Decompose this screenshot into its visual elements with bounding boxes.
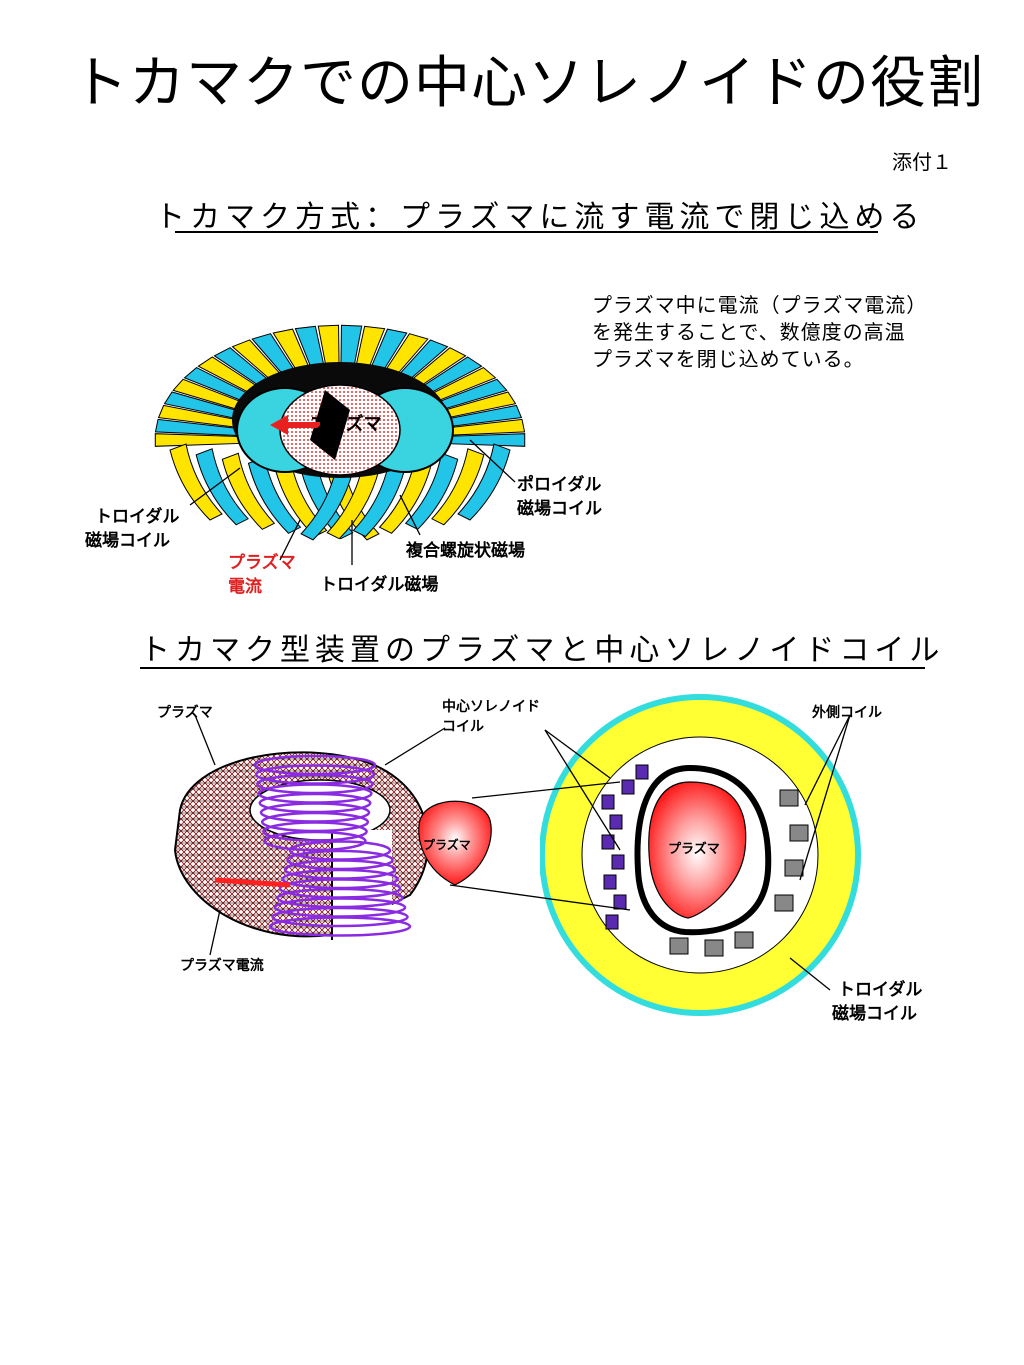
label-toroidal-coil-1: トロイダル [95, 507, 180, 527]
plasma-blob [418, 800, 492, 886]
plasma-shape [648, 781, 747, 919]
label-plasma: プラズマ [310, 414, 382, 435]
label-toroidal-coil-ring-1: トロイダル [838, 980, 923, 1000]
inner-pf-coil [635, 764, 649, 780]
section1-heading: トカマク方式：プラズマに流す電流で閉じ込める [155, 200, 925, 235]
label-poloidal-coil-1: ポロイダル [517, 475, 602, 495]
toroidal-coil-lower-segment [431, 448, 485, 526]
outer-pf-coil [789, 824, 809, 842]
inner-pf-coil [605, 914, 619, 930]
toroidal-coil-lower-segment [300, 463, 354, 541]
description-line-2: を発生することで、数億度の高温 [592, 320, 906, 344]
torus-illustration [173, 751, 430, 940]
toroidal-coil-lower-segment [195, 448, 249, 526]
toroidal-coil-lower-segment [378, 456, 433, 534]
central-column [310, 390, 350, 460]
solenoid-turn [263, 830, 367, 852]
label-toroidal-coil-ring-2: 磁場コイル [832, 1004, 917, 1024]
label-toroidal-field: トロイダル磁場 [320, 575, 439, 595]
inner-pf-coil [601, 834, 615, 850]
description-line-1: プラズマ中に電流（プラズマ電流） [592, 293, 928, 317]
label-plasma-blob: プラズマ [423, 838, 471, 852]
toroidal-coil-lower-segment [457, 443, 511, 521]
inner-pf-coil [609, 814, 623, 830]
label-helical-field: 複合螺旋状磁場 [406, 541, 525, 561]
section1-rule [175, 231, 878, 233]
toroidal-coil-lower-segment [274, 459, 328, 538]
label-central-solenoid-2: コイル [442, 719, 484, 735]
section1-leader-lines [189, 439, 516, 565]
outer-pf-coil [779, 789, 799, 807]
label-plasma-current-torus: プラズマ電流 [180, 958, 264, 974]
attachment-label: 添付１ [892, 150, 952, 174]
description-line-3: プラズマを閉じ込めている。 [592, 347, 865, 371]
toroidal-coil-lower-segment [221, 452, 276, 530]
solenoid-turn [271, 906, 409, 928]
arrow-head [270, 415, 288, 435]
toroidal-coil-lower-segment [352, 459, 406, 538]
label-plasma-torus: プラズマ [157, 705, 213, 721]
outer-pf-coil [704, 939, 724, 957]
poloidal-cross-section [540, 694, 861, 1016]
label-plasma-current-1: プラズマ [228, 553, 296, 573]
page-title: トカマクでの中心ソレノイドの役割 [72, 51, 984, 116]
inner-pf-coil [603, 874, 617, 890]
plasma-current-line [214, 877, 291, 888]
label-toroidal-coil-2: 磁場コイル [85, 531, 170, 551]
solenoid-turn [262, 821, 368, 842]
label-plasma-cross-section: プラズマ [668, 842, 720, 857]
outer-pf-coil [669, 937, 689, 955]
central-solenoid-coil [253, 754, 412, 937]
inner-pf-coil [621, 779, 635, 795]
toroidal-coil-lower-segment [404, 452, 459, 530]
tokamak-illustration [154, 324, 526, 541]
section2-rule [140, 667, 925, 669]
label-outer-coil: 外側コイル [812, 705, 882, 721]
inner-pf-coil [611, 854, 625, 870]
outer-pf-coil [774, 894, 794, 912]
section2-leader-lines [194, 714, 851, 991]
inner-pf-coil [601, 794, 615, 810]
label-plasma-current-2: 電流 [228, 577, 262, 597]
label-poloidal-coil-2: 磁場コイル [517, 499, 602, 519]
section2-heading: トカマク型装置のプラズマと中心ソレノイドコイル [140, 633, 945, 668]
section1-description: プラズマ中に電流（プラズマ電流） を発生することで、数億度の高温 プラズマを閉じ… [592, 292, 927, 373]
toroidal-coil-lower-segment [326, 462, 380, 540]
outer-pf-coil [734, 931, 754, 949]
poloidal-field-coils [601, 764, 809, 957]
toroidal-coil-lower-segment [169, 443, 223, 521]
label-central-solenoid-1: 中心ソレノイド [442, 699, 540, 715]
solenoid-turn [268, 916, 412, 937]
